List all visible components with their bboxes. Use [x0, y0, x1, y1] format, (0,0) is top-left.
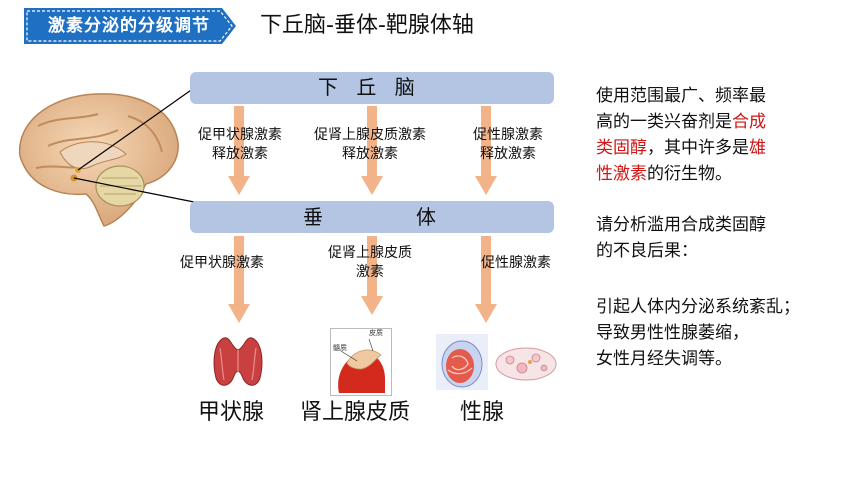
- intro-text-1: 使用范围最广、频率最: [596, 86, 766, 106]
- arrow-down-icon: [475, 236, 497, 323]
- brain-illustration: [18, 87, 195, 227]
- adrenal-illustration: 皮质 髓质: [330, 328, 392, 396]
- intro-text-3: ，其中许多是: [647, 138, 749, 158]
- question-line1: 请分析滥用合成类固醇: [596, 215, 766, 235]
- gnrh-label-line1: 促性腺激素: [473, 127, 543, 143]
- organ-adrenal-label: 肾上腺皮质: [300, 400, 411, 425]
- slide-title: 下丘脑-垂体-靶腺体轴: [260, 13, 474, 38]
- arrow-down-icon: [228, 106, 250, 195]
- acth-label-line2: 激素: [356, 264, 384, 280]
- answer-line1: 引起人体内分泌系统紊乱；: [596, 297, 800, 317]
- acth-label: 促肾上腺皮质 激素: [306, 244, 434, 282]
- emphasis-male: 雄: [749, 138, 766, 158]
- tag-banner-shape: [24, 8, 236, 44]
- intro-text-4: 的衍生物。: [647, 164, 732, 184]
- trh-label-line1: 促甲状腺激素: [198, 127, 282, 143]
- intro-text-2: 高的一类兴奋剂是: [596, 112, 732, 132]
- question-paragraph: 请分析滥用合成类固醇 的不良后果：: [596, 212, 824, 264]
- adrenal-cortex-label: 皮质: [369, 329, 383, 337]
- acth-label-line1: 促肾上腺皮质: [328, 245, 412, 261]
- arrow-down-icon: [361, 236, 383, 315]
- crh-label-line2: 释放激素: [342, 146, 398, 162]
- section-tag: 激素分泌的分级调节: [24, 8, 236, 44]
- section-tag-label: 激素分泌的分级调节: [48, 16, 210, 36]
- emphasis-hormone: 性激素: [596, 164, 647, 184]
- gnrh-label-line2: 释放激素: [480, 146, 536, 162]
- gth-label: 促性腺激素: [481, 255, 551, 271]
- crh-label-line1: 促肾上腺皮质激素: [314, 127, 426, 143]
- hypothalamus-bar: [190, 72, 554, 104]
- answer-paragraph: 引起人体内分泌系统紊乱； 导致男性性腺萎缩， 女性月经失调等。: [596, 294, 858, 372]
- ovary-drawing: [495, 347, 557, 381]
- adrenal-medulla-label: 髓质: [333, 344, 347, 352]
- answer-line3: 女性月经失调等。: [596, 349, 732, 369]
- steroid-intro-paragraph: 使用范围最广、频率最 高的一类兴奋剂是合成 类固醇，其中许多是雄 性激素的衍生物…: [596, 83, 824, 187]
- adrenal-drawing: [338, 338, 385, 393]
- organ-gonad-label: 性腺: [460, 400, 505, 425]
- testis-drawing: [441, 340, 483, 388]
- arrow-down-icon: [228, 236, 250, 323]
- organ-thyroid-label: 甲状腺: [198, 400, 265, 425]
- pituitary-bar: [190, 201, 554, 233]
- arrow-down-icon: [475, 106, 497, 195]
- emphasis-synthetic: 合成: [732, 112, 766, 132]
- answer-line2: 导致男性性腺萎缩，: [596, 323, 749, 343]
- emphasis-steroid: 类固醇: [596, 138, 647, 158]
- trh-label-line2: 释放激素: [212, 146, 268, 162]
- pituitary-label-left: 垂: [303, 205, 323, 229]
- question-line2: 的不良后果：: [596, 241, 698, 261]
- hypothalamus-label: 下 丘 脑: [318, 75, 421, 99]
- gnrh-label: 促性腺激素 释放激素: [446, 126, 570, 164]
- ovary-illustration: [492, 344, 560, 384]
- crh-label: 促肾上腺皮质激素 释放激素: [294, 126, 446, 164]
- testis-illustration: [436, 334, 488, 390]
- tsh-label: 促甲状腺激素: [180, 255, 264, 271]
- trh-label: 促甲状腺激素 释放激素: [166, 126, 314, 164]
- arrow-down-icon: [361, 106, 383, 195]
- thyroid-illustration: [213, 337, 263, 386]
- pituitary-label-right: 体: [416, 205, 436, 229]
